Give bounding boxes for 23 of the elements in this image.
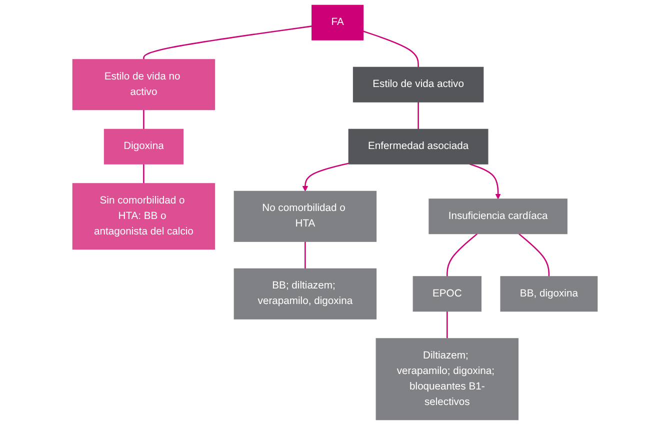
node-box: Estilo de vida activo (352, 66, 484, 102)
node-box: Enfermedad asociada (348, 128, 488, 164)
node-box: EPOC (412, 276, 482, 312)
node-box: Sin comorbilidad o HTA: BB o antagonista del calcio (72, 183, 216, 250)
node-box: FA (312, 4, 364, 40)
node-box: Digoxina (104, 128, 184, 164)
node-box: Diltiazem; verapamilo; digoxina; bloqueantes B1-selectivos (376, 338, 519, 420)
connector (418, 102, 419, 130)
node-box: Insuficiencia cardíaca (428, 198, 568, 234)
node-box: Estilo de vida no activo (72, 59, 216, 110)
arrow (302, 162, 349, 192)
connector (446, 311, 448, 338)
connector (143, 164, 144, 184)
connector (518, 233, 550, 276)
node-box: BB, digoxina (500, 276, 598, 312)
connector (143, 110, 144, 130)
arrow (469, 163, 501, 200)
connector (446, 233, 478, 276)
node-box: No comorbilidad o HTA (234, 190, 377, 242)
node-box: BB; diltiazem; verapamilo, digoxina (234, 268, 377, 320)
connector (304, 242, 306, 269)
connector (143, 26, 312, 60)
connector (363, 30, 419, 68)
